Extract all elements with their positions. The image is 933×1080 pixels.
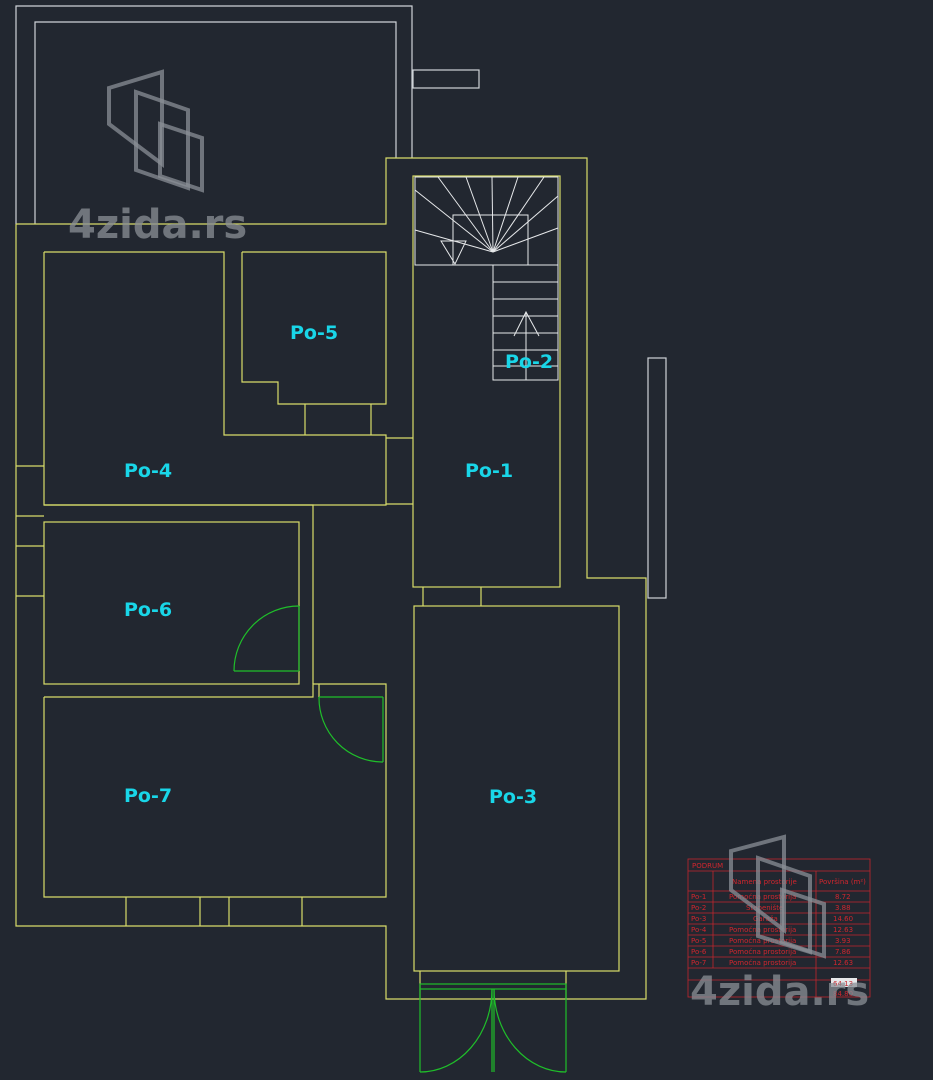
legend-row-id: Po-4 [691, 926, 707, 934]
legend-row-name: Stepenište [746, 904, 783, 912]
legend-total-gross: 84.80 [833, 990, 853, 998]
legend-header-area: Površina (m²) [819, 878, 866, 886]
legend-row-id: Po-3 [691, 915, 706, 923]
legend-row-name: Pomoćna prostorija [729, 893, 796, 901]
legend-row-id: Po-1 [691, 893, 706, 901]
watermark-logo-top: 4zida.rs [68, 69, 247, 248]
staircase [414, 176, 559, 381]
legend-row-name: Pomoćna prostorija [729, 926, 796, 934]
legend-row-name: Garaža [753, 915, 778, 923]
room-label-po-2: Po-2 [505, 351, 553, 373]
watermark-logo-bottom: 4zida.rs [690, 834, 869, 1015]
room-labels: Po-5 Po-2 Po-4 Po-1 Po-6 Po-7 Po-3 [124, 322, 553, 808]
outer-outline [15, 5, 667, 599]
legend-row-area: 3.88 [835, 904, 851, 912]
legend-row-area: 7.86 [835, 948, 851, 956]
legend-title: PODRUM [692, 862, 723, 870]
legend-row-id: Po-2 [691, 904, 706, 912]
legend-row-area: 8.72 [835, 893, 851, 901]
legend-row-area: 12.63 [833, 959, 853, 967]
legend-row-area: 14.60 [833, 915, 853, 923]
legend-row-id: Po-6 [691, 948, 707, 956]
room-label-po-5: Po-5 [290, 322, 338, 344]
room-label-po-3: Po-3 [489, 786, 537, 808]
legend-total-net: 64.13 [833, 980, 853, 988]
watermark-text-bottom: 4zida.rs [690, 969, 869, 1015]
legend-row-id: Po-7 [691, 959, 706, 967]
room-label-po-7: Po-7 [124, 785, 172, 807]
legend-row-name: Pomoćna prostorija [729, 959, 796, 967]
legend-row-name: Pomoćna prostorija [729, 948, 796, 956]
legend-header-name: Namena prostorije [732, 878, 797, 886]
legend-row-name: Pomoćna prostorija [729, 937, 796, 945]
room-label-po-4: Po-4 [124, 460, 172, 482]
legend-table: PODRUM Namena prostorije Površina (m²) P… [687, 858, 871, 998]
room-label-po-1: Po-1 [465, 460, 513, 482]
doors [233, 605, 567, 1073]
legend-row-area: 12.63 [833, 926, 853, 934]
watermark-text-top: 4zida.rs [68, 202, 247, 248]
legend-row-id: Po-5 [691, 937, 706, 945]
room-label-po-6: Po-6 [124, 599, 172, 621]
legend-row-area: 3.93 [835, 937, 851, 945]
walls [15, 157, 647, 1000]
